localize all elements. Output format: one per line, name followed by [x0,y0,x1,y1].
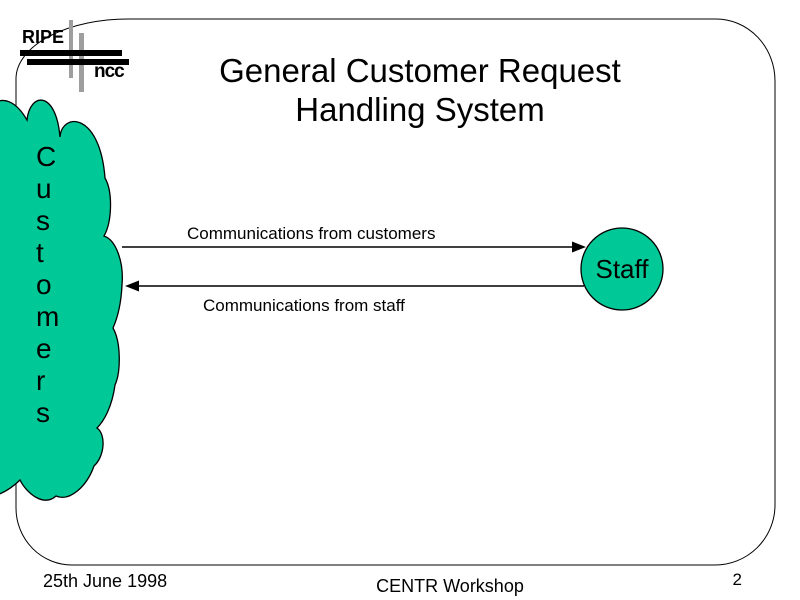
logo-vertical-bar-left [69,20,73,78]
flow-arrow-staff-to-customers [125,280,584,292]
logo-ncc-text: ncc [94,61,125,82]
slide-title: General Customer Request Handling System [219,52,621,128]
arrowhead-right-icon [572,241,586,253]
logo-horizontal-bar-top [20,50,122,56]
staff-node-label: Staff [595,254,649,284]
customers-cloud-label: Customers [36,141,59,429]
footer-page-number: 2 [732,570,742,589]
logo-horizontal-bar-bottom [27,59,129,65]
flow-label-from-customers: Communications from customers [187,224,436,243]
staff-circle-shape [580,227,664,311]
footer-date: 25th June 1998 [43,571,168,591]
footer-event-name: CENTR Workshop [376,576,524,596]
arrowhead-left-icon [125,280,139,292]
flow-label-from-staff: Communications from staff [203,296,405,315]
customers-cloud-shape [0,99,123,501]
flow-arrow-customers-to-staff [122,241,586,253]
slide-border-frame [15,18,776,566]
logo-ripe-text: RIPE [22,27,65,47]
